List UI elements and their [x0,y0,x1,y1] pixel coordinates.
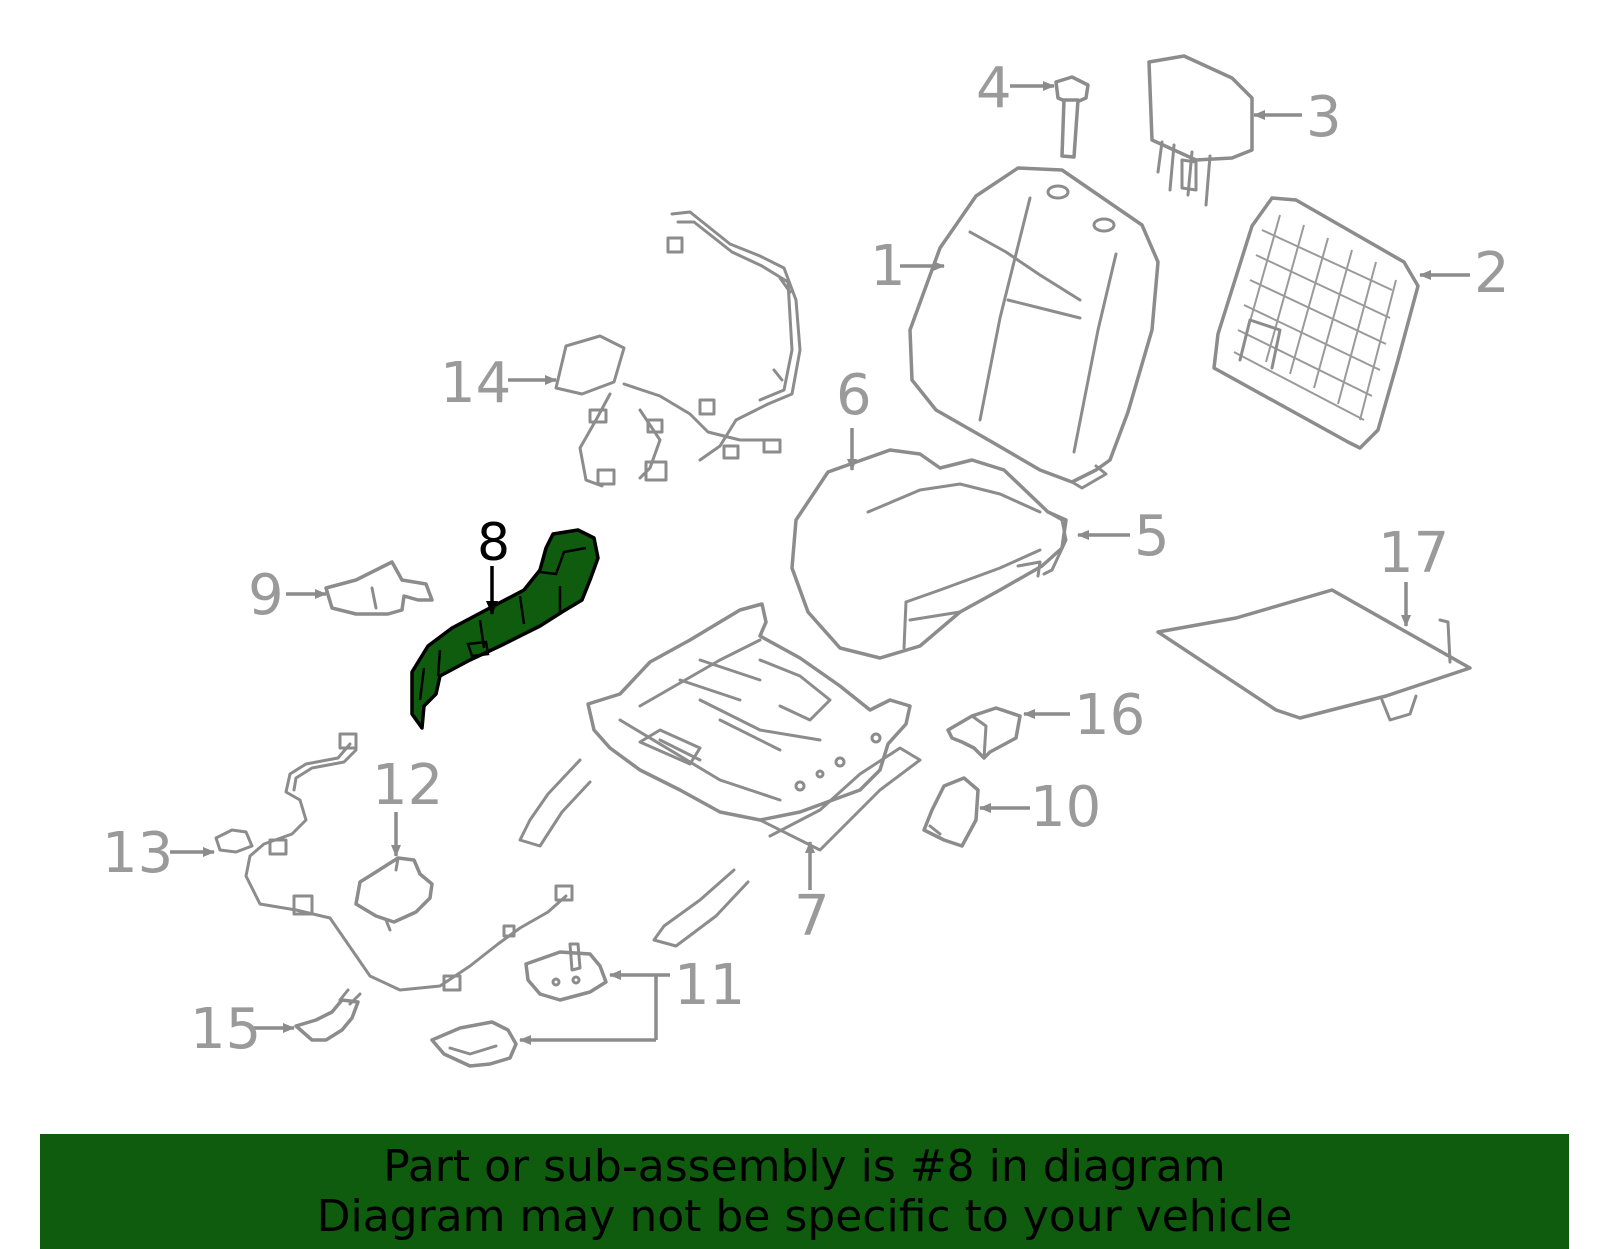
callout-12: 12 [372,753,443,818]
part-17-tray-mat [1156,588,1472,722]
callout-8: 8 [477,513,510,573]
part-8-side-shield-highlighted [410,528,600,730]
callout-9: 9 [248,563,284,628]
callout-11: 11 [674,953,745,1018]
part-11-brackets [430,942,608,1068]
part-3-headrest [1147,54,1254,207]
part-4-headrest-guide [1054,75,1090,159]
callout-15: 15 [190,997,261,1062]
part-5-cushion-cover [1042,510,1068,576]
part-2-seatback-board [1212,196,1420,450]
callout-10: 10 [1030,775,1101,840]
part-1-seatback-cover [908,166,1160,490]
part-13-wire-harness [214,732,574,992]
callout-2: 2 [1474,241,1510,306]
notice-banner: Part or sub-assembly is #8 in diagram Di… [40,1134,1569,1249]
callout-13: 13 [102,821,173,886]
notice-line-disclaimer: Diagram may not be specific to your vehi… [316,1191,1293,1242]
callout-4: 4 [976,56,1012,121]
part-7-seat-frame [518,602,922,948]
leader-arrows [170,81,1470,1045]
callout-1: 1 [870,234,906,299]
part-16-clip [946,706,1022,760]
callout-3: 3 [1306,85,1342,150]
part-10-cover [922,776,980,848]
part-15-clip [294,988,362,1042]
callout-14: 14 [440,351,511,416]
part-6-seat-cushion [790,448,1068,660]
callout-5: 5 [1134,504,1170,569]
part-14-wire-harness [554,210,802,488]
callout-7: 7 [794,884,830,949]
callout-16: 16 [1074,683,1145,748]
callout-6: 6 [836,363,872,428]
notice-line-part: Part or sub-assembly is #8 in diagram [383,1141,1226,1192]
part-9-bracket [324,560,434,616]
part-12-control-module [354,856,434,932]
callout-17: 17 [1378,521,1449,586]
